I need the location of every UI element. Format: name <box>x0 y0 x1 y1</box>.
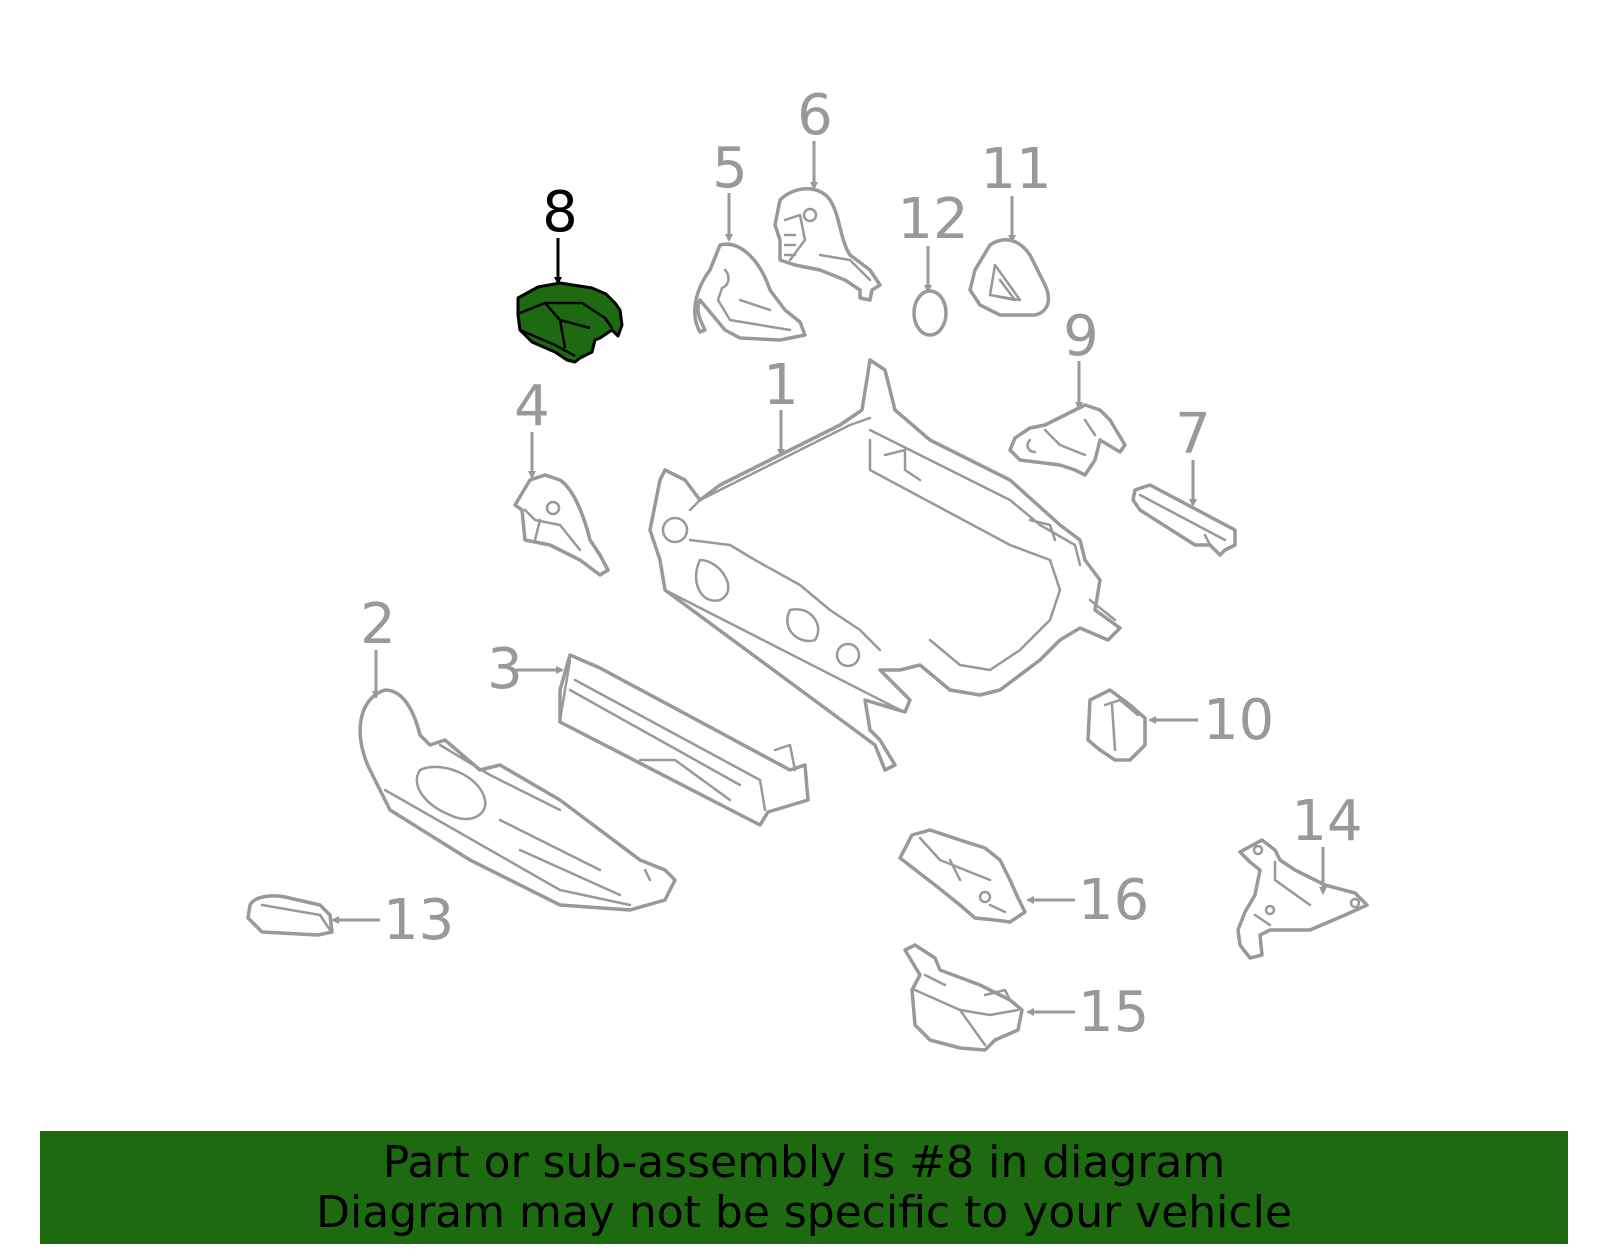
part-1-seat-frame <box>648 358 1122 772</box>
callout-10: 10 <box>1203 688 1274 753</box>
callout-2: 2 <box>360 592 396 657</box>
part-5-recliner-cover <box>693 242 807 342</box>
part-9-bracket <box>1008 403 1127 477</box>
callout-13: 13 <box>383 888 454 953</box>
part-15-switch <box>903 943 1024 1052</box>
callout-3: 3 <box>487 637 523 702</box>
part-6-recliner-cover-upper <box>773 187 882 302</box>
part-7-bracket-bar <box>1131 483 1237 557</box>
callout-1: 1 <box>763 353 799 418</box>
part-13-knob <box>246 894 334 937</box>
parts-diagram: 1 2 3 4 5 6 7 8 9 10 11 12 13 14 15 16 <box>246 83 1369 1052</box>
part-14-bracket <box>1236 838 1369 960</box>
callout-11: 11 <box>980 137 1051 202</box>
callout-14: 14 <box>1291 789 1362 854</box>
part-10-cap <box>1086 688 1147 762</box>
callout-7: 7 <box>1175 402 1211 467</box>
banner-line-1: Part or sub-assembly is #8 in diagram <box>382 1136 1226 1188</box>
part-8-highlighted-cover <box>516 281 624 364</box>
part-4-hinge-cover <box>513 473 610 577</box>
callout-9: 9 <box>1063 304 1099 369</box>
part-3-trim-panel <box>558 653 810 827</box>
banner-line-2: Diagram may not be specific to your vehi… <box>316 1186 1292 1238</box>
info-banner: Part or sub-assembly is #8 in diagram Di… <box>40 1131 1568 1244</box>
callout-12: 12 <box>897 187 968 252</box>
callout-4: 4 <box>514 374 550 439</box>
callout-8: 8 <box>542 180 578 245</box>
callout-15: 15 <box>1078 980 1149 1045</box>
callout-5: 5 <box>712 136 748 201</box>
part-11-triangle-cover <box>968 238 1051 317</box>
callout-16: 16 <box>1078 868 1149 933</box>
part-12-ring <box>912 289 948 337</box>
part-2-side-shield <box>358 688 677 912</box>
callout-6: 6 <box>797 83 833 148</box>
part-16-bracket-plate <box>898 828 1027 924</box>
